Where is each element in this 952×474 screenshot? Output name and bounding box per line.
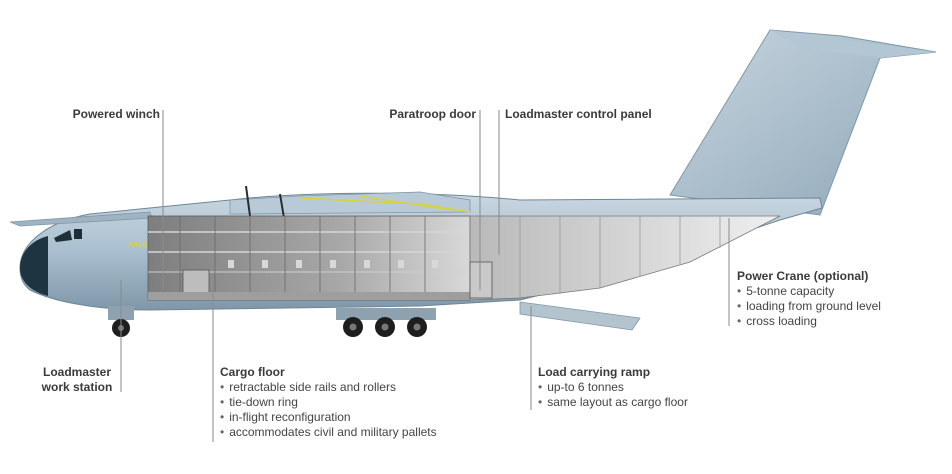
callout-load-carrying-ramp: Load carrying ramp up-to 6 tonnes same l…	[538, 365, 688, 410]
callout-list: up-to 6 tonnes same layout as cargo floo…	[538, 380, 688, 410]
callout-powered-winch: Powered winch	[60, 107, 160, 122]
tail-fin	[669, 29, 937, 216]
leader-lines	[120, 110, 730, 442]
callout-power-crane: Power Crane (optional) 5-tonne capacity …	[737, 269, 881, 329]
callout-title: Power Crane (optional)	[737, 269, 869, 283]
callout-loadmaster-control-panel: Loadmaster control panel	[505, 107, 652, 122]
list-item: in-flight reconfiguration	[220, 410, 437, 425]
list-item: same layout as cargo floor	[538, 395, 688, 410]
callout-title: Paratroop door	[389, 107, 476, 121]
list-item: cross loading	[737, 314, 881, 329]
callout-title: Loadmaster control panel	[505, 107, 652, 121]
list-item: loading from ground level	[737, 299, 881, 314]
callout-title: Load carrying ramp	[538, 365, 651, 379]
callout-loadmaster-work-station: Loadmaster work station	[32, 365, 122, 395]
cargo-hold-cutaway	[147, 215, 781, 301]
callout-title: Cargo floor	[220, 365, 285, 379]
list-item: accommodates civil and military pallets	[220, 425, 436, 440]
callout-cargo-floor: Cargo floor retractable side rails and r…	[220, 365, 437, 440]
callout-title-line: work station	[41, 380, 113, 394]
list-item: retractable side rails and rollers	[220, 380, 437, 395]
landing-gear	[108, 306, 436, 337]
callout-list: retractable side rails and rollers tie-d…	[220, 380, 437, 440]
callout-title: Powered winch	[72, 107, 160, 121]
list-item: 5-tonne capacity	[737, 284, 881, 299]
aircraft-badge: A400	[128, 240, 148, 249]
list-item: up-to 6 tonnes	[538, 380, 688, 395]
callout-paratroop-door: Paratroop door	[360, 107, 476, 122]
callout-list: 5-tonne capacity loading from ground lev…	[737, 284, 881, 329]
loading-ramp	[519, 301, 641, 331]
list-item: tie-down ring	[220, 395, 437, 410]
callout-title-line: Loadmaster	[42, 365, 112, 379]
